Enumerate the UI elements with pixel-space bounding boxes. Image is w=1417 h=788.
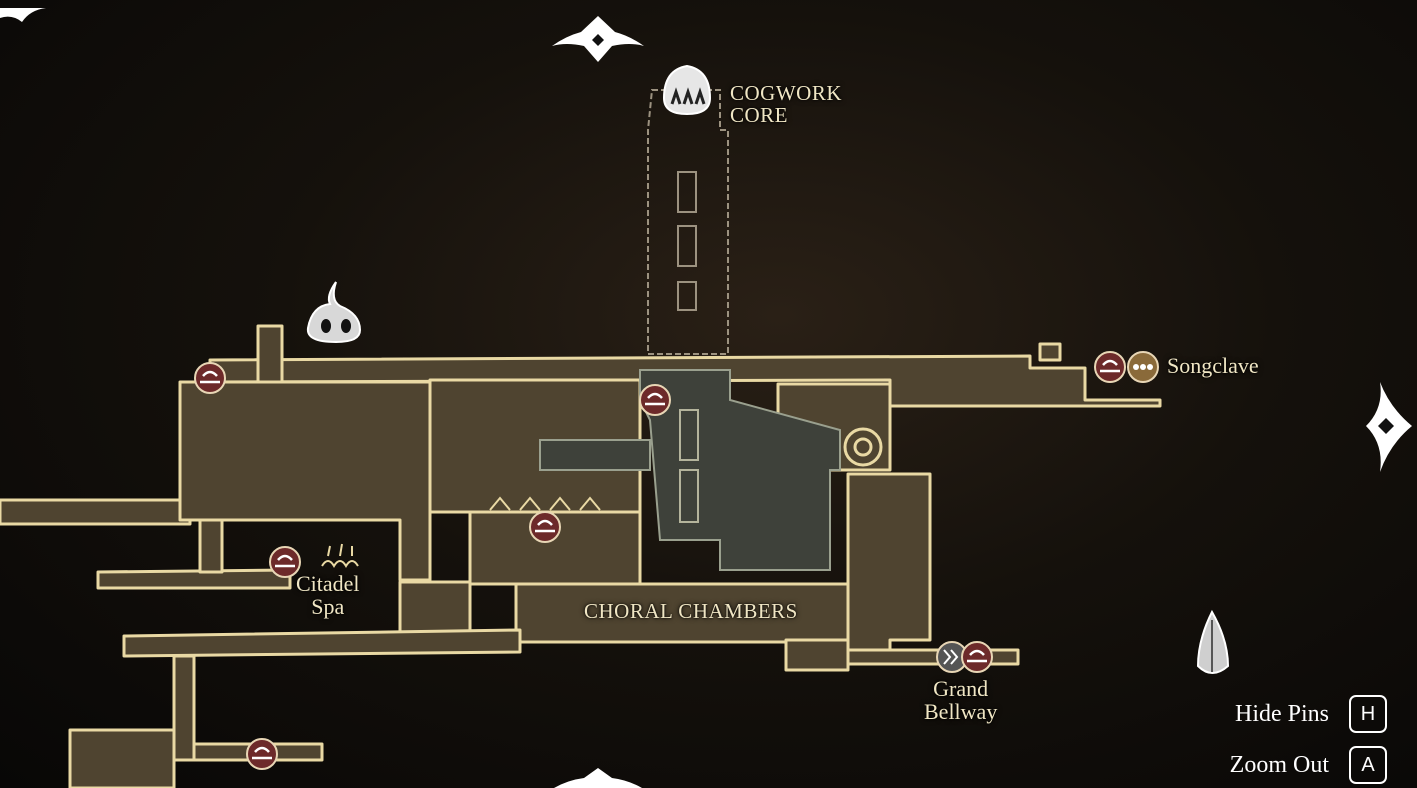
cogwork-core-egg-icon xyxy=(662,64,712,116)
bench-pin-icon[interactable] xyxy=(1094,351,1126,383)
zoom-out-label: Zoom Out xyxy=(1229,751,1329,778)
vendor-pin-icon[interactable] xyxy=(1127,351,1159,383)
hide-pins-control[interactable]: Hide Pins H xyxy=(1235,695,1387,733)
south-arrow-icon xyxy=(554,768,642,788)
bench-pin-icon[interactable] xyxy=(529,511,561,543)
hide-pins-label: Hide Pins xyxy=(1234,700,1329,727)
gear-room-icon xyxy=(843,427,883,467)
cogwork-core-label: COGWORK CORE xyxy=(730,81,842,128)
zoom-out-key[interactable]: A xyxy=(1349,746,1387,784)
top-left-ornament-icon xyxy=(0,8,46,22)
bench-pin-icon[interactable] xyxy=(269,546,301,578)
east-arrow-icon xyxy=(1366,382,1412,472)
zoom-out-control[interactable]: Zoom Out A xyxy=(1230,746,1387,784)
grand-bellway-label: Grand Bellway xyxy=(924,676,998,725)
north-arrow-icon xyxy=(552,16,644,62)
citadel-spa-label: Citadel Spa xyxy=(296,571,360,620)
cogwork-core-rooms xyxy=(539,89,841,571)
songclave-label: Songclave xyxy=(1167,353,1259,378)
bench-pin-icon[interactable] xyxy=(246,738,278,770)
choral-lamps-icon xyxy=(489,496,601,511)
bench-pin-icon[interactable] xyxy=(194,362,226,394)
compass-icon xyxy=(1196,609,1230,674)
bench-pin-icon[interactable] xyxy=(639,384,671,416)
choral-chambers-label: CHORAL CHAMBERS xyxy=(584,599,798,623)
hide-pins-key[interactable]: H xyxy=(1349,695,1387,733)
bench-pin-icon[interactable] xyxy=(961,641,993,673)
spa-steam-icon xyxy=(321,543,359,568)
player-marker-icon xyxy=(306,281,362,344)
map-rooms xyxy=(0,324,1162,788)
